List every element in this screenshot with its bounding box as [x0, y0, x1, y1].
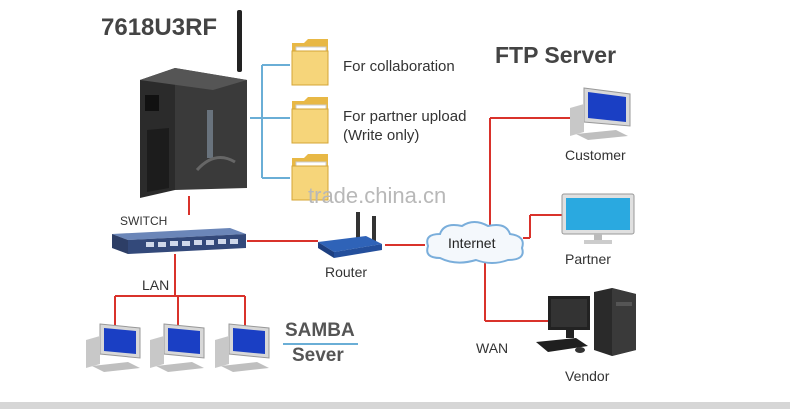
customer-computer-icon	[570, 87, 631, 140]
lan-label: LAN	[142, 277, 170, 293]
partner-label: Partner	[565, 251, 611, 267]
folder-label-partner-upload: For partner upload	[343, 108, 467, 125]
samba-subtitle: Sever	[292, 345, 344, 366]
customer-label: Customer	[565, 147, 626, 163]
folder-label-write-only: (Write only)	[343, 127, 420, 144]
wan-label: WAN	[476, 340, 509, 356]
lan-computer-icon	[86, 323, 141, 372]
samba-title: SAMBA	[285, 320, 355, 341]
ftp-server-title: FTP Server	[495, 42, 617, 68]
switch-icon	[112, 228, 246, 254]
partner-monitor-icon	[561, 193, 635, 244]
folder-icon	[291, 39, 329, 86]
folder-links	[250, 64, 290, 179]
bottom-border	[0, 402, 790, 409]
internet-cloud-icon	[426, 221, 524, 264]
router-label: Router	[325, 264, 368, 280]
folder-icon	[291, 97, 329, 144]
lan-computer-icon	[215, 323, 270, 372]
vendor-label: Vendor	[565, 368, 610, 384]
internet-label: Internet	[448, 235, 496, 251]
nas-device	[140, 10, 247, 198]
switch-label: SWITCH	[120, 214, 168, 228]
folder-label-collaboration: For collaboration	[343, 58, 455, 75]
network-links	[114, 117, 572, 326]
nas-model-title: 7618U3RF	[101, 14, 218, 41]
lan-computer-icon	[150, 323, 205, 372]
vendor-workstation-icon	[536, 288, 636, 356]
router-icon	[318, 212, 382, 258]
watermark-text: trade.china.cn	[308, 183, 447, 208]
folder-icon	[291, 154, 329, 201]
